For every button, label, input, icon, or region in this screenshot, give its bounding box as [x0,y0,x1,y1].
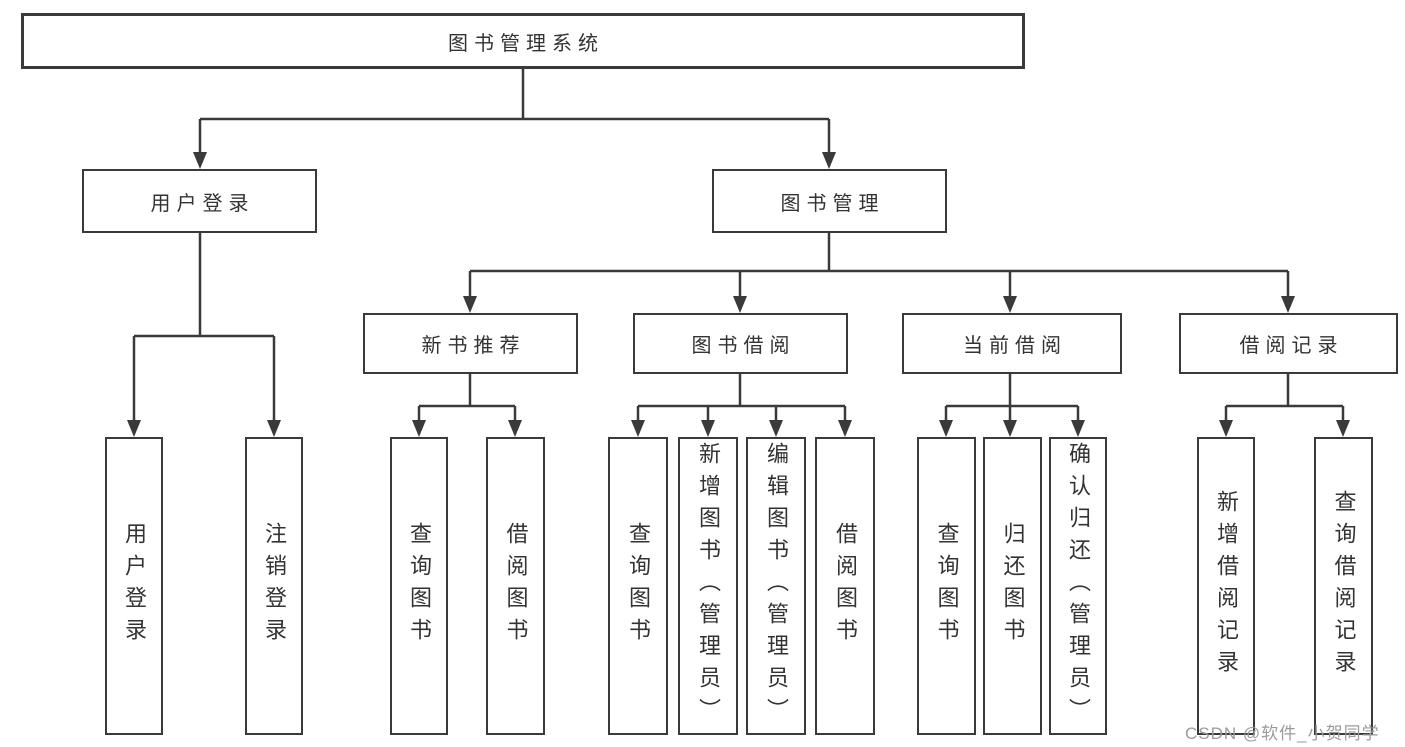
node-book-management-label: 图书管理 [780,192,885,215]
node-new-book-recommend-label: 新书推荐 [421,335,526,357]
node-leaf-br-add-record-label: 新增借阅记录 [1214,490,1239,682]
node-leaf-cb-confirm-return-admin-label: 确认归还（管理员） [1066,442,1091,730]
node-leaf-cb-return-books: 归还图书 [983,437,1042,735]
node-leaf-logout-label: 注销登录 [262,522,287,650]
node-leaf-bb-add-books-admin-label: 新增图书（管理员） [696,442,721,730]
node-user-login-label: 用户登录 [150,192,255,215]
node-leaf-bb-borrow-books-label: 借阅图书 [833,522,858,650]
node-leaf-rec-borrow-books: 借阅图书 [486,437,545,735]
node-leaf-cb-return-books-label: 归还图书 [1000,522,1026,650]
node-leaf-bb-edit-books-admin-label: 编辑图书（管理员） [764,442,789,730]
node-leaf-bb-query-books-label: 查询图书 [626,522,651,650]
node-root: 图书管理系统 [21,13,1025,69]
node-borrowing-records-label: 借阅记录 [1239,335,1344,357]
node-leaf-bb-add-books-admin: 新增图书（管理员） [678,437,738,735]
node-root-label: 图书管理系统 [448,32,604,55]
node-leaf-br-query-record-label: 查询借阅记录 [1331,490,1357,682]
node-leaf-rec-borrow-books-label: 借阅图书 [503,522,529,650]
node-leaf-br-add-record: 新增借阅记录 [1197,437,1255,735]
node-book-borrowing-label: 图书借阅 [691,335,796,357]
watermark: CSDN @软件_小贺同学 [1185,724,1380,743]
node-leaf-rec-query-books-label: 查询图书 [407,522,432,650]
node-borrowing-records: 借阅记录 [1179,313,1398,374]
node-leaf-br-query-record: 查询借阅记录 [1314,437,1373,735]
node-leaf-user-login-label: 用户登录 [122,522,147,650]
node-leaf-rec-query-books: 查询图书 [390,437,448,735]
node-leaf-bb-query-books: 查询图书 [608,437,668,735]
node-leaf-user-login: 用户登录 [105,437,163,735]
node-leaf-bb-edit-books-admin: 编辑图书（管理员） [746,437,806,735]
node-new-book-recommend: 新书推荐 [363,313,578,374]
node-current-borrowing: 当前借阅 [902,313,1122,374]
node-leaf-cb-query-books: 查询图书 [917,437,976,735]
node-user-login: 用户登录 [82,169,317,233]
node-leaf-cb-query-books-label: 查询图书 [934,522,960,650]
node-leaf-logout: 注销登录 [245,437,303,735]
node-current-borrowing-label: 当前借阅 [963,335,1067,357]
node-book-management: 图书管理 [712,169,947,233]
node-book-borrowing: 图书借阅 [633,313,848,374]
node-leaf-bb-borrow-books: 借阅图书 [815,437,875,735]
node-leaf-cb-confirm-return-admin: 确认归还（管理员） [1049,437,1107,735]
